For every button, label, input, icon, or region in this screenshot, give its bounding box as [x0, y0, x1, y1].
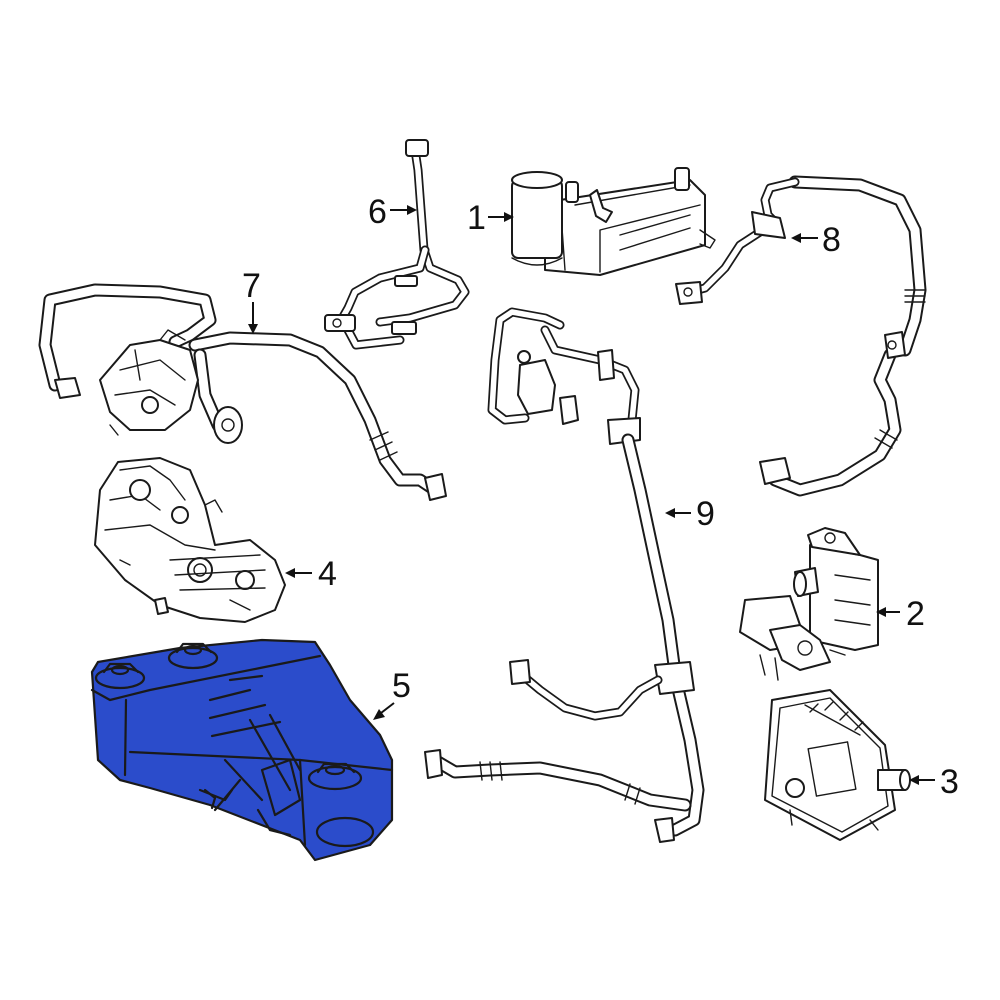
callout-8-arrow — [791, 233, 801, 243]
callout-4: 4 — [285, 555, 337, 593]
part-3-control-module[interactable] — [764, 689, 911, 841]
part-9-hose-assembly[interactable] — [424, 307, 705, 843]
callout-2-arrow — [876, 607, 886, 617]
part-2-valve-block[interactable] — [739, 527, 879, 681]
part-7-hose[interactable] — [38, 283, 447, 501]
part-5-mounting-bracket[interactable] — [90, 638, 394, 862]
callout-5-arrow — [373, 709, 385, 720]
callout-6: 6 — [368, 193, 417, 231]
callout-2-label: 2 — [906, 595, 925, 633]
callout-7: 7 — [242, 267, 261, 334]
part-6-pipe[interactable] — [324, 139, 470, 350]
callout-6-label: 6 — [368, 193, 387, 231]
callout-3-arrow — [909, 775, 919, 785]
callout-2: 2 — [876, 595, 925, 633]
callout-7-label: 7 — [242, 267, 261, 305]
callout-3-label: 3 — [940, 763, 959, 801]
callout-9-arrow — [665, 508, 675, 518]
part-1-compressor[interactable] — [511, 167, 716, 276]
callout-4-label: 4 — [318, 555, 337, 593]
callout-1-label: 1 — [467, 199, 486, 237]
callout-1: 1 — [467, 199, 514, 237]
callout-1-arrow — [504, 212, 514, 222]
callout-5-label: 5 — [392, 667, 411, 705]
callout-8-label: 8 — [822, 221, 841, 259]
callout-6-arrow — [407, 205, 417, 215]
callout-7-arrow — [248, 324, 258, 334]
callout-3: 3 — [909, 763, 959, 801]
callout-9-label: 9 — [696, 495, 715, 533]
callout-5: 5 — [373, 667, 411, 720]
callout-9: 9 — [665, 495, 715, 533]
callout-4-arrow — [285, 568, 295, 578]
part-8-hose[interactable] — [675, 175, 927, 497]
part-4-air-supply-unit[interactable] — [94, 457, 286, 623]
callout-8: 8 — [791, 221, 841, 259]
